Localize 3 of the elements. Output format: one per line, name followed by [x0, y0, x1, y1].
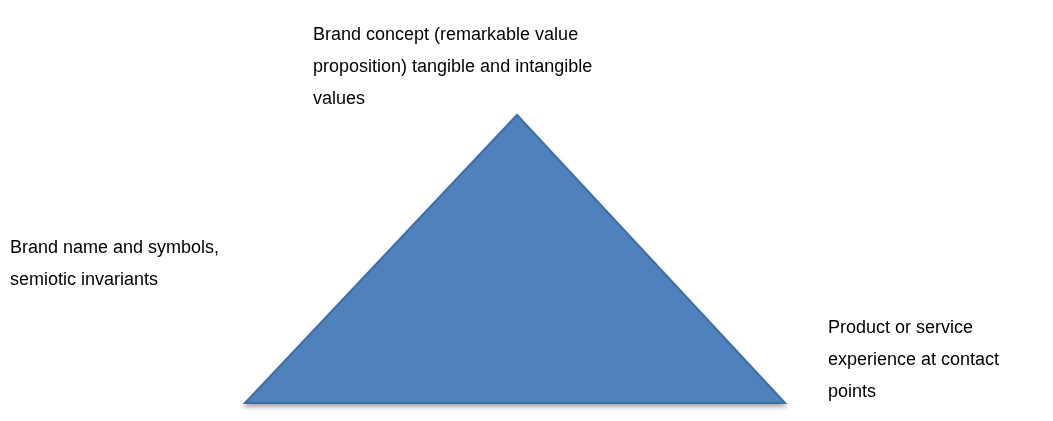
- corner-label: Brand name and symbols, semiotic invariants: [10, 236, 221, 291]
- corner-label: Brand concept (remarkable value proposition) tangible and intangible values: [313, 23, 594, 110]
- corner-label: Product or service experience at contact points: [828, 316, 1001, 403]
